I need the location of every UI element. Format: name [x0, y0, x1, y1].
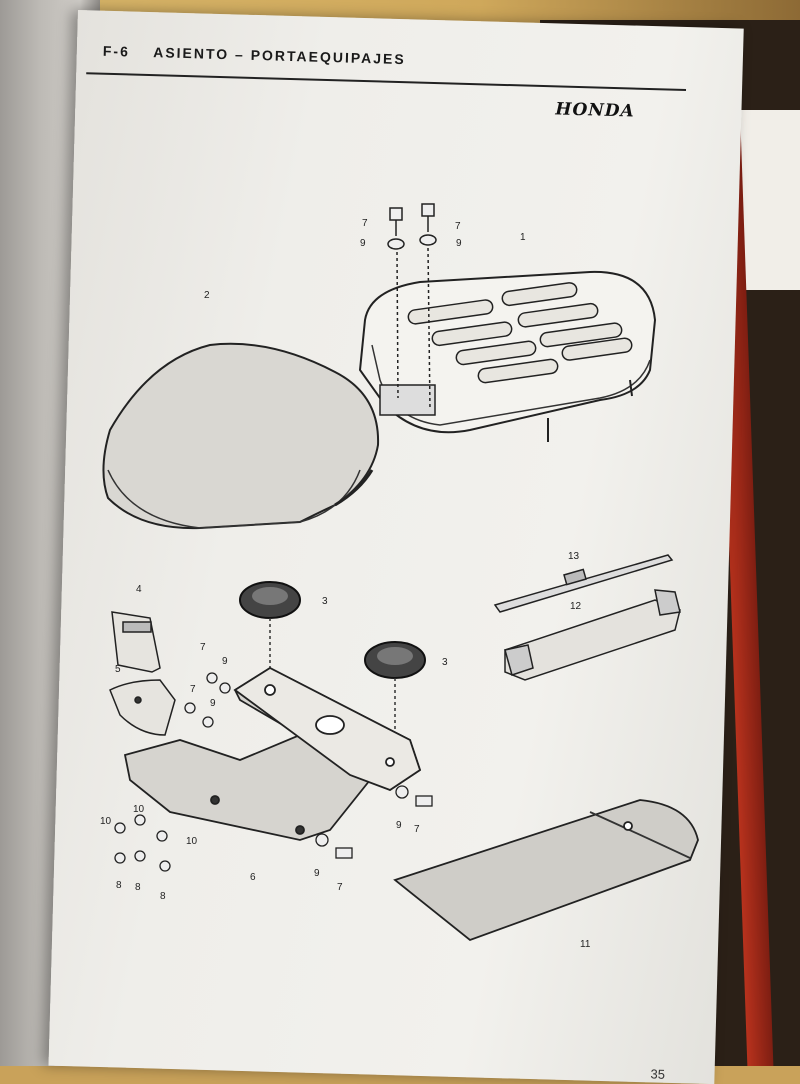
fasteners	[114, 672, 433, 872]
callout-8a: 8	[116, 880, 122, 891]
callout-8b: 8	[135, 882, 141, 893]
carrier-bolts	[387, 203, 437, 411]
seat-frame-part	[123, 666, 422, 841]
callout-2: 2	[204, 290, 210, 301]
callout-6: 6	[250, 872, 256, 883]
callout-7e: 7	[414, 824, 420, 835]
callout-9e: 9	[396, 820, 402, 831]
callout-12: 12	[570, 601, 582, 612]
callout-7b: 7	[455, 221, 461, 232]
callout-8c: 8	[160, 891, 166, 902]
callout-10a: 10	[133, 804, 145, 815]
callout-9b: 9	[456, 238, 462, 249]
callout-4: 4	[136, 584, 142, 595]
page-number: 35	[650, 1066, 666, 1082]
rubber-cushion-part	[239, 581, 426, 760]
seat-part	[102, 342, 380, 530]
callout-9f: 9	[314, 868, 320, 879]
callout-7a: 7	[362, 218, 368, 229]
callout-3b: 3	[442, 657, 448, 668]
callout-11: 11	[580, 939, 591, 950]
callout-7d: 7	[190, 684, 196, 695]
bracket-parts	[109, 611, 176, 736]
callout-9d: 9	[210, 698, 216, 709]
tool-bag-part	[393, 799, 699, 942]
callout-3a: 3	[322, 596, 328, 607]
luggage-carrier-part	[358, 270, 657, 442]
callout-labels: 1 2 3 3 4 5 6 7 7 7 7 7 7 8 8 8 9 9 9 9 …	[100, 218, 591, 950]
callout-9a: 9	[360, 238, 366, 249]
callout-7f: 7	[337, 882, 343, 893]
callout-5: 5	[115, 664, 121, 675]
callout-1: 1	[520, 232, 526, 243]
callout-10b: 10	[100, 816, 112, 827]
callout-13: 13	[568, 551, 580, 562]
callout-9c: 9	[222, 656, 228, 667]
callout-7c: 7	[200, 642, 206, 653]
tool-parts	[493, 554, 681, 681]
callout-10c: 10	[186, 836, 198, 847]
